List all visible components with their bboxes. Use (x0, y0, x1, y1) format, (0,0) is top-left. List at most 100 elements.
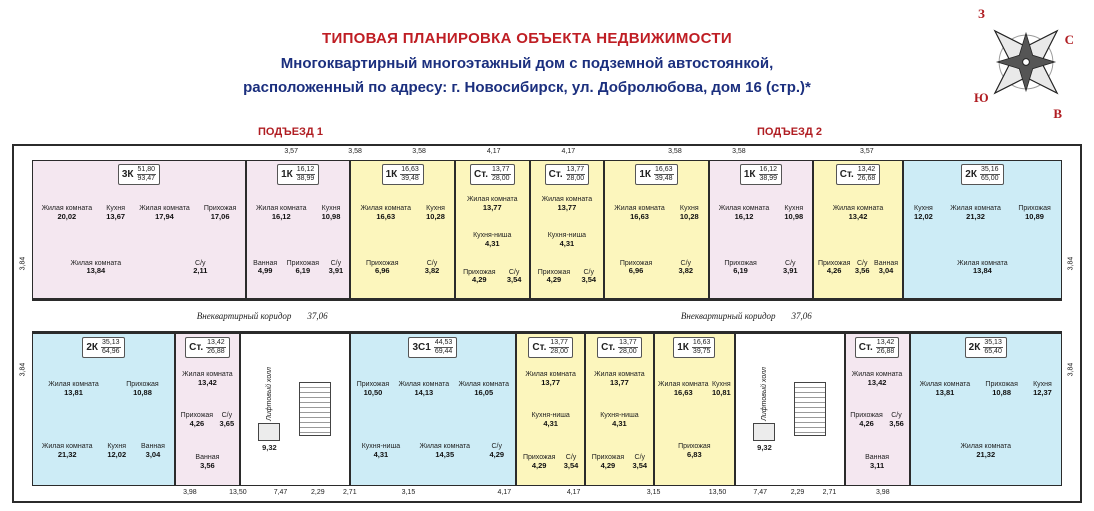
living-area: 16,63 (691, 339, 712, 348)
room-name: Прихожая (985, 381, 1018, 389)
corridor-area: 37,06 (307, 310, 328, 321)
apartment-type: 1К (677, 341, 689, 353)
apartment-type: Ст. (601, 341, 616, 353)
staircase-icon (298, 382, 331, 437)
room-area: 17,06 (210, 211, 230, 221)
room-area: 13,77 (610, 377, 629, 387)
room-area: 16,12 (734, 211, 754, 221)
room-name: Прихожая (591, 453, 625, 461)
living-area: 13,77 (491, 166, 511, 176)
room-name: Жилая комната (657, 381, 709, 389)
side-dimension: 3,84 (19, 362, 27, 377)
dimension-label: 2,29 (310, 489, 325, 496)
dimension-label: 2,71 (342, 489, 357, 496)
room-area: 10,88 (133, 387, 152, 397)
room-area: 4,31 (543, 419, 558, 429)
corridor-name: Внеквартирный коридор (680, 310, 776, 321)
room-name: Жилая комната (41, 443, 93, 451)
room-name: С/у (508, 268, 520, 276)
dimension-label: 3,98 (183, 489, 197, 496)
room-name: Жилая комната (458, 381, 510, 389)
dimension-label: 3,58 (348, 148, 362, 155)
room-area: 3,91 (328, 266, 344, 276)
dimension-label: 3,57 (859, 148, 874, 155)
room-area: 10,98 (321, 211, 341, 221)
room-area: 4,31 (612, 419, 627, 429)
room-area: 16,63 (673, 387, 693, 397)
total-area: 39,48 (401, 175, 419, 183)
room-name: Жилая комната (398, 381, 450, 389)
total-area: 38,99 (759, 175, 778, 183)
subtitle-line-1: Многоквартирный многоэтажный дом с подзе… (280, 55, 774, 72)
room-area: 10,50 (363, 387, 383, 397)
total-area: 65,00 (980, 175, 999, 183)
room-name: Жилая комната (419, 443, 471, 451)
room-name: Прихожая (286, 259, 320, 267)
room-name: Жилая комната (255, 204, 307, 212)
dimension-label: 4,17 (486, 148, 501, 155)
apartment-type: 1К (385, 169, 398, 181)
room-area: 3,91 (782, 266, 798, 276)
room-area: 4,31 (373, 450, 389, 460)
room-area: 6,96 (374, 266, 390, 276)
room-name: С/у (221, 412, 233, 420)
room-area: 3,82 (424, 266, 440, 276)
room-name: Прихожая (1018, 204, 1051, 212)
room-area: 21,32 (976, 450, 996, 460)
dimension-label: 3,58 (732, 148, 746, 155)
lift-hall-label: Лифтовый холл (760, 366, 768, 421)
compass-west-label: З (978, 6, 985, 21)
apartment-type: 3С1 (412, 341, 431, 353)
room-area: 3,56 (854, 266, 870, 276)
entrance-2-label: ПОДЪЕЗД 2 (757, 126, 822, 138)
room-area: 4,29 (546, 275, 562, 285)
room-name: Жилая комната (48, 381, 99, 389)
room-area: 3,11 (869, 460, 885, 470)
lift-hall-area: 9,32 (262, 442, 277, 452)
room-area: 3,04 (145, 450, 161, 460)
room-name: Прихожая (522, 453, 556, 461)
room-name: Жилая комната (182, 370, 233, 378)
room-name: Жилая комната (41, 204, 93, 212)
compass-rose-icon (993, 29, 1059, 95)
apartment-type: 1К (281, 169, 293, 181)
room-name: С/у (856, 259, 868, 267)
total-area: 38,99 (296, 175, 315, 183)
room-area: 6,19 (733, 266, 748, 276)
room-area: 10,89 (1025, 211, 1044, 221)
room-name: Жилая комната (957, 259, 1008, 267)
dimension-label: 13,50 (708, 489, 727, 496)
apartment-type: Ст. (189, 341, 204, 353)
room-name: Жилая комната (594, 370, 645, 378)
